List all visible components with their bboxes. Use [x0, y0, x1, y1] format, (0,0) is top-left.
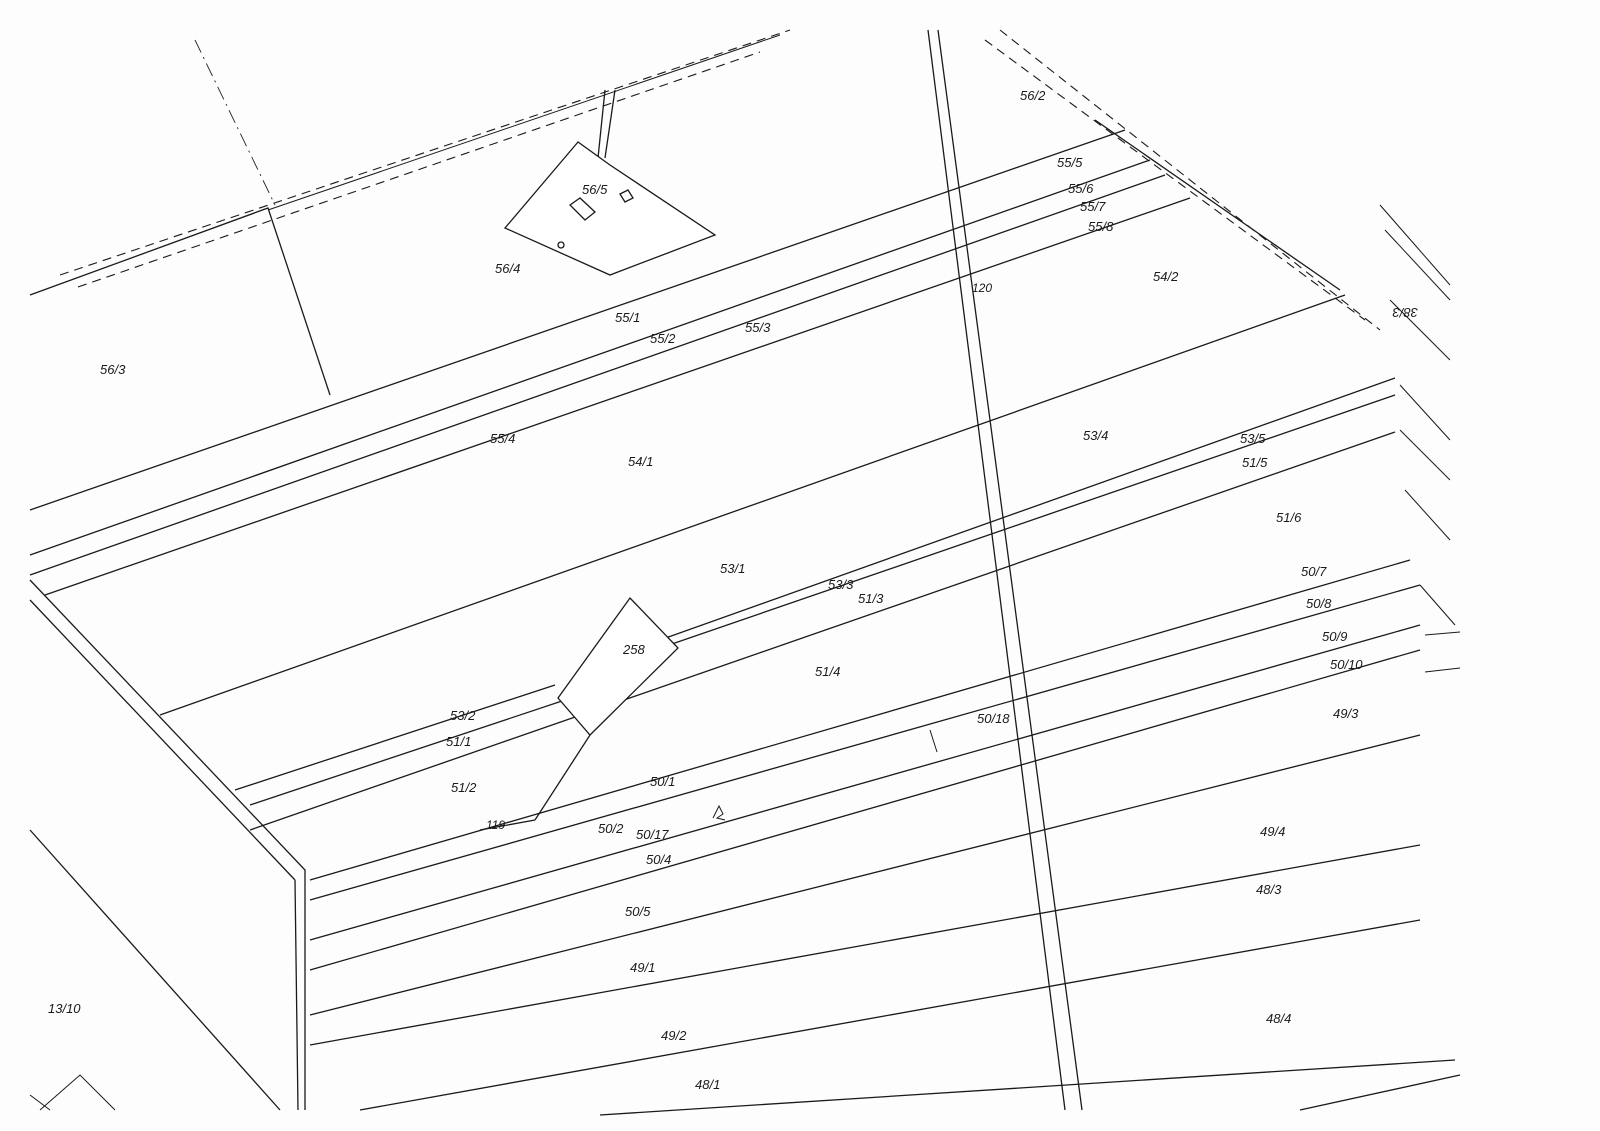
parcel-label: 48/1 — [695, 1077, 720, 1092]
building-258 — [557, 596, 679, 736]
parcel-label: 53/4 — [1083, 428, 1108, 443]
dashed-boundaries — [59, 29, 1381, 331]
building-dot — [557, 241, 565, 249]
parcel-label: 50/1 — [650, 774, 675, 789]
parcel-label: 53/3 — [828, 577, 854, 592]
parcel-label: 55/7 — [1080, 199, 1106, 214]
parcel-label: 54/1 — [628, 454, 653, 469]
parcel-label: 51/1 — [446, 734, 471, 749]
parcel-label: 53/1 — [720, 561, 745, 576]
parcel-label: 56/4 — [495, 261, 520, 276]
parcel-label: 55/1 — [615, 310, 640, 325]
parcel-label: 53/5 — [1240, 431, 1266, 446]
parcel-label: 48/4 — [1266, 1011, 1291, 1026]
parcel-label: 55/3 — [745, 320, 771, 335]
parcel-label: 50/4 — [646, 852, 671, 867]
parcel-label: 49/1 — [630, 960, 655, 975]
parcel-label: 120 — [972, 281, 992, 295]
buildings — [503, 141, 717, 736]
parcel-label: 38/3 — [1392, 305, 1418, 320]
parcel-label: 49/3 — [1333, 706, 1359, 721]
parcel-label: 55/2 — [650, 331, 676, 346]
parcel-label: 50/10 — [1330, 657, 1363, 672]
parcel-label: 50/8 — [1306, 596, 1332, 611]
parcel-label: 55/6 — [1068, 181, 1094, 196]
parcel-label: 50/5 — [625, 904, 651, 919]
parcel-label: 51/2 — [451, 780, 477, 795]
parcel-label: 49/2 — [661, 1028, 687, 1043]
building-56-5 — [503, 141, 717, 276]
parcel-label: 50/18 — [977, 711, 1010, 726]
parcel-label: 50/17 — [636, 827, 669, 842]
parcel-label: 50/7 — [1301, 564, 1327, 579]
parcel-label: 56/3 — [100, 362, 126, 377]
parcel-label: 54/2 — [1153, 269, 1179, 284]
building-small-b — [619, 189, 634, 203]
parcel-label: 258 — [622, 642, 645, 657]
parcel-boundaries — [29, 29, 1461, 1116]
parcel-label: 55/4 — [490, 431, 515, 446]
building-small-a — [568, 197, 596, 221]
survey-mark — [712, 804, 726, 821]
parcel-label: 48/3 — [1256, 882, 1282, 897]
parcel-label: 55/8 — [1088, 219, 1114, 234]
parcel-label: 50/2 — [598, 821, 624, 836]
parcel-label: 13/10 — [48, 1001, 81, 1016]
parcel-label: 51/5 — [1242, 455, 1268, 470]
parcel-label: 49/4 — [1260, 824, 1285, 839]
parcel-label: 50/9 — [1322, 629, 1347, 644]
parcel-label: 53/2 — [450, 708, 476, 723]
parcel-label: 51/3 — [858, 591, 884, 606]
parcel-labels: 56/2 55/5 55/6 55/7 55/8 56/5 56/4 56/3 … — [48, 88, 1418, 1092]
parcel-label: 56/2 — [1020, 88, 1046, 103]
parcel-label: 51/4 — [815, 664, 840, 679]
parcel-label: 56/5 — [582, 182, 608, 197]
parcel-label: 51/6 — [1276, 510, 1302, 525]
parcel-label: 119 — [486, 818, 505, 832]
parcel-label: 55/5 — [1057, 155, 1083, 170]
